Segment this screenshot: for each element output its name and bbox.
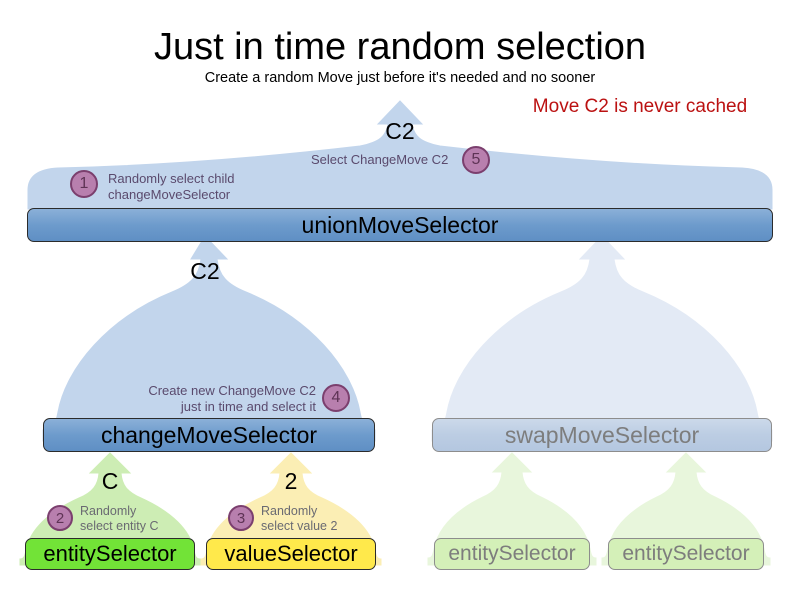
step-1-line2: changeMoveSelector xyxy=(108,187,231,202)
step-2-line1: Randomly xyxy=(80,504,137,518)
node-entity-selector[interactable]: entitySelector xyxy=(25,538,195,570)
step-badge-3: 3 xyxy=(228,505,254,531)
node-value-selector[interactable]: valueSelector xyxy=(206,538,376,570)
step-3-line1: Randomly xyxy=(261,504,318,518)
node-swap-entity-selector-b[interactable]: entitySelector xyxy=(608,538,764,570)
step-4-line1: Create new ChangeMove C2 xyxy=(148,383,316,398)
edge-label-value-2: 2 xyxy=(284,468,298,494)
step-3-line2: select value 2 xyxy=(261,519,338,533)
edge-label-top-c2: C2 xyxy=(385,118,415,144)
step-2-line2: select entity C xyxy=(80,519,159,533)
edge-label-change-c2: C2 xyxy=(190,258,220,284)
never-cached-note: Move C2 is never cached xyxy=(532,96,748,117)
step-4-line2: just in time and select it xyxy=(180,399,316,414)
edge-label-entity-c: C xyxy=(101,468,119,494)
step-badge-4: 4 xyxy=(322,384,350,412)
step-badge-5: 5 xyxy=(462,146,490,174)
page-subtitle: Create a random Move just before it's ne… xyxy=(204,70,596,86)
node-swap-move-selector[interactable]: swapMoveSelector xyxy=(432,418,772,452)
node-swap-entity-selector-a[interactable]: entitySelector xyxy=(434,538,590,570)
page-title: Just in time random selection xyxy=(153,26,647,68)
node-change-move-selector[interactable]: changeMoveSelector xyxy=(43,418,375,452)
step-badge-2: 2 xyxy=(47,505,73,531)
step-badge-1: 1 xyxy=(70,170,98,198)
arrow-swap-to-union xyxy=(431,235,773,442)
node-union-move-selector[interactable]: unionMoveSelector xyxy=(27,208,773,242)
step-5-line1: Select ChangeMove C2 xyxy=(311,152,449,167)
step-1-line1: Randomly select child xyxy=(108,171,235,186)
